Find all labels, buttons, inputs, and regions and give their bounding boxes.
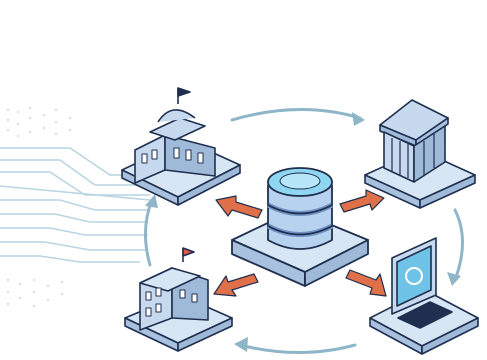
office-building-icon [124,247,233,352]
flow-arrow-top-right [339,189,385,213]
mobile-device-icon [369,237,479,355]
cycle-arrow-right [453,208,464,282]
flow-arrow-bottom-left [213,273,259,297]
circuit-lines-icon [0,147,160,263]
cycle-arrow-heads [145,112,461,352]
cycle-arrow-bottom [238,343,357,354]
flow-arrow-top-left [215,195,263,219]
government-building-icon [121,87,241,206]
circuit-dots [6,106,72,308]
flow-arrow-bottom-right [345,269,387,297]
cycle-arrow-top [230,108,362,122]
data-flow-arrow-icon [213,189,387,297]
bank-building-icon [364,99,476,209]
central-database-icon [231,167,369,287]
